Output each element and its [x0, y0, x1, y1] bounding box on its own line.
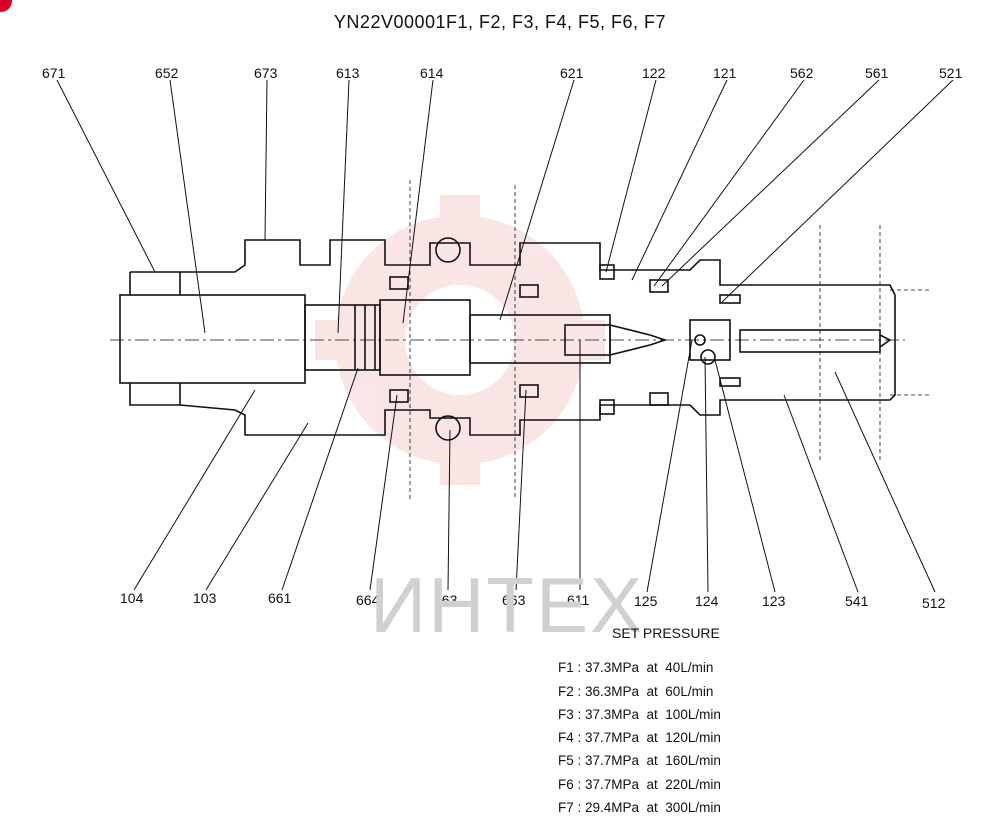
pressure-row-f4: F4 : 37.7MPa at 120L/min [558, 730, 721, 745]
pressure-row-f6: F6 : 37.7MPa at 220L/min [558, 777, 721, 792]
label-671: 671 [42, 65, 66, 81]
label-122: 122 [642, 65, 666, 81]
label-512: 512 [922, 595, 946, 611]
label-124: 124 [695, 593, 719, 609]
label-614: 614 [420, 65, 444, 81]
label-521: 521 [939, 65, 963, 81]
label-121: 121 [713, 65, 737, 81]
pressure-row-f1: F1 : 37.3MPa at 40L/min [558, 660, 714, 675]
label-541: 541 [845, 593, 869, 609]
pressure-row-f3: F3 : 37.3MPa at 100L/min [558, 707, 721, 722]
label-652: 652 [155, 65, 179, 81]
label-562: 562 [790, 65, 814, 81]
watermark-text: ИНТЕХ [370, 561, 645, 649]
leader-lines [56, 79, 954, 593]
diagram-title: YN22V00001F1, F2, F3, F4, F5, F6, F7 [333, 12, 667, 32]
pressure-row-f7: F7 : 29.4MPa at 300L/min [558, 800, 721, 815]
set-pressure-heading: SET PRESSURE [612, 625, 720, 641]
label-125: 125 [634, 593, 658, 609]
label-663: 663 [502, 592, 526, 608]
label-673: 673 [254, 65, 278, 81]
valve-body-outline [110, 180, 930, 500]
label-661: 661 [268, 590, 292, 606]
label-621: 621 [560, 65, 584, 81]
label-103: 103 [193, 590, 217, 606]
label-123: 123 [762, 593, 786, 609]
label-163: 163 [434, 592, 458, 608]
label-664: 664 [356, 592, 380, 608]
pressure-row-f5: F5 : 37.7MPa at 160L/min [558, 753, 721, 768]
pressure-row-f2: F2 : 36.3MPa at 60L/min [558, 684, 714, 699]
label-611: 611 [567, 592, 590, 608]
label-561: 561 [865, 65, 889, 81]
label-104: 104 [120, 590, 144, 606]
label-613: 613 [336, 65, 360, 81]
